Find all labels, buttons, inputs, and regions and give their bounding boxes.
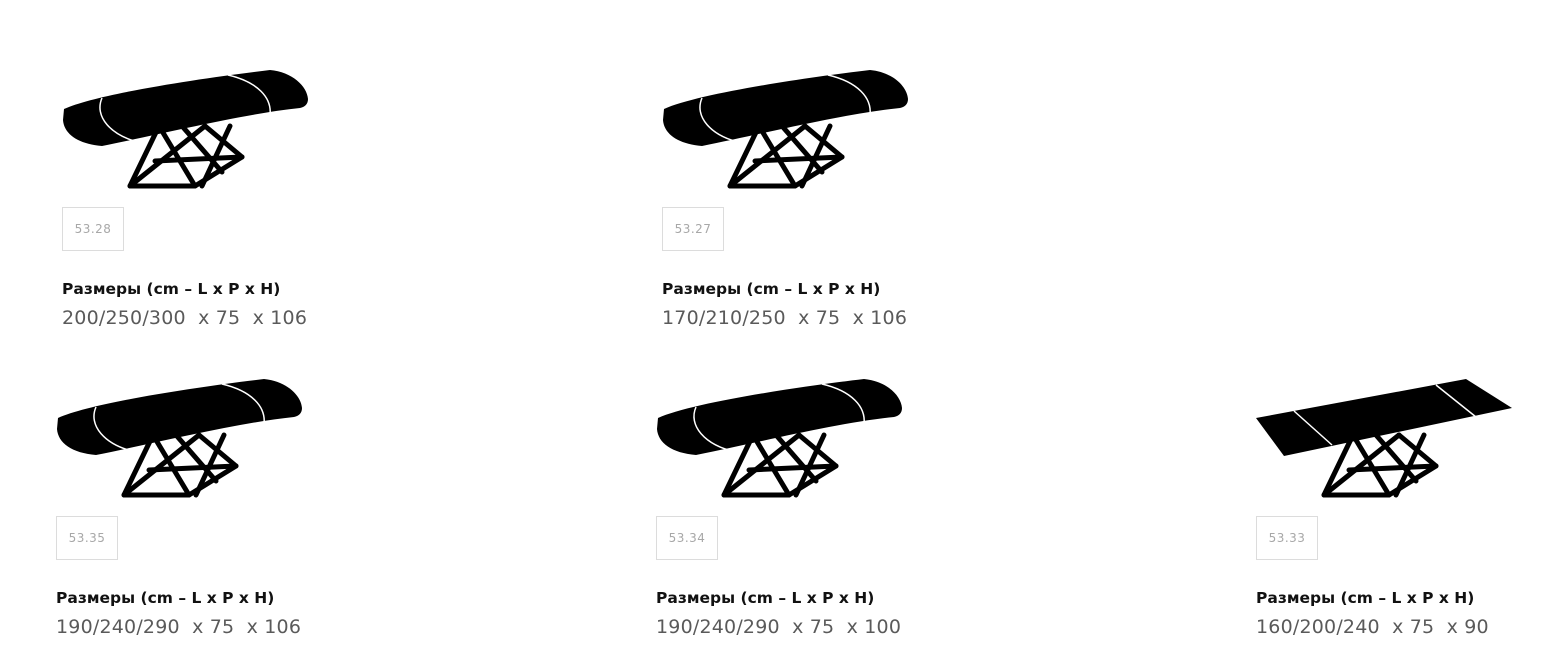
dimensions-label: Размеры (cm – L x P x H) — [662, 280, 881, 298]
dimensions-values: 190/240/290 x 75 x 100 — [656, 616, 901, 638]
product-card: 53.33 Размеры (cm – L x P x H) 160/200/2… — [1256, 373, 1560, 663]
height-value: x 100 — [846, 616, 902, 638]
depth-value: x 75 — [192, 616, 235, 638]
length-value: 190/240/290 — [656, 616, 780, 638]
dimensions-values: 190/240/290 x 75 x 106 — [56, 616, 301, 638]
dimensions-values: 170/210/250 x 75 x 106 — [662, 307, 907, 329]
product-code-button[interactable]: 53.34 — [656, 516, 718, 560]
table-image[interactable] — [656, 373, 926, 513]
product-card: 53.34 Размеры (cm – L x P x H) 190/240/2… — [656, 373, 976, 663]
length-value: 160/200/240 — [1256, 616, 1380, 638]
dimensions-values: 200/250/300 x 75 x 106 — [62, 307, 307, 329]
table-image[interactable] — [56, 373, 326, 513]
dimensions-values: 160/200/240 x 75 x 90 — [1256, 616, 1489, 638]
table-image[interactable] — [62, 64, 332, 204]
table-image[interactable] — [662, 64, 932, 204]
product-card: 53.35 Размеры (cm – L x P x H) 190/240/2… — [56, 373, 376, 663]
length-value: 200/250/300 — [62, 307, 186, 329]
depth-value: x 75 — [792, 616, 835, 638]
table-silhouette-icon — [57, 379, 302, 498]
product-code-button[interactable]: 53.27 — [662, 207, 724, 251]
height-value: x 106 — [246, 616, 302, 638]
depth-value: x 75 — [1392, 616, 1435, 638]
height-value: x 106 — [852, 307, 908, 329]
depth-value: x 75 — [798, 307, 841, 329]
length-value: 170/210/250 — [662, 307, 786, 329]
table-silhouette-icon — [657, 379, 902, 498]
table-silhouette-icon — [663, 70, 908, 189]
dimensions-label: Размеры (cm – L x P x H) — [62, 280, 281, 298]
product-card: 53.27 Размеры (cm – L x P x H) 170/210/2… — [662, 64, 982, 354]
length-value: 190/240/290 — [56, 616, 180, 638]
height-value: x 90 — [1446, 616, 1489, 638]
product-code-button[interactable]: 53.35 — [56, 516, 118, 560]
table-silhouette-icon — [1256, 379, 1512, 498]
height-value: x 106 — [252, 307, 308, 329]
depth-value: x 75 — [198, 307, 241, 329]
dimensions-label: Размеры (cm – L x P x H) — [1256, 589, 1475, 607]
product-card: 53.28 Размеры (cm – L x P x H) 200/250/3… — [62, 64, 382, 354]
table-silhouette-icon — [63, 70, 308, 189]
table-image[interactable] — [1256, 373, 1526, 513]
dimensions-label: Размеры (cm – L x P x H) — [656, 589, 875, 607]
product-code-button[interactable]: 53.33 — [1256, 516, 1318, 560]
dimensions-label: Размеры (cm – L x P x H) — [56, 589, 275, 607]
product-code-button[interactable]: 53.28 — [62, 207, 124, 251]
